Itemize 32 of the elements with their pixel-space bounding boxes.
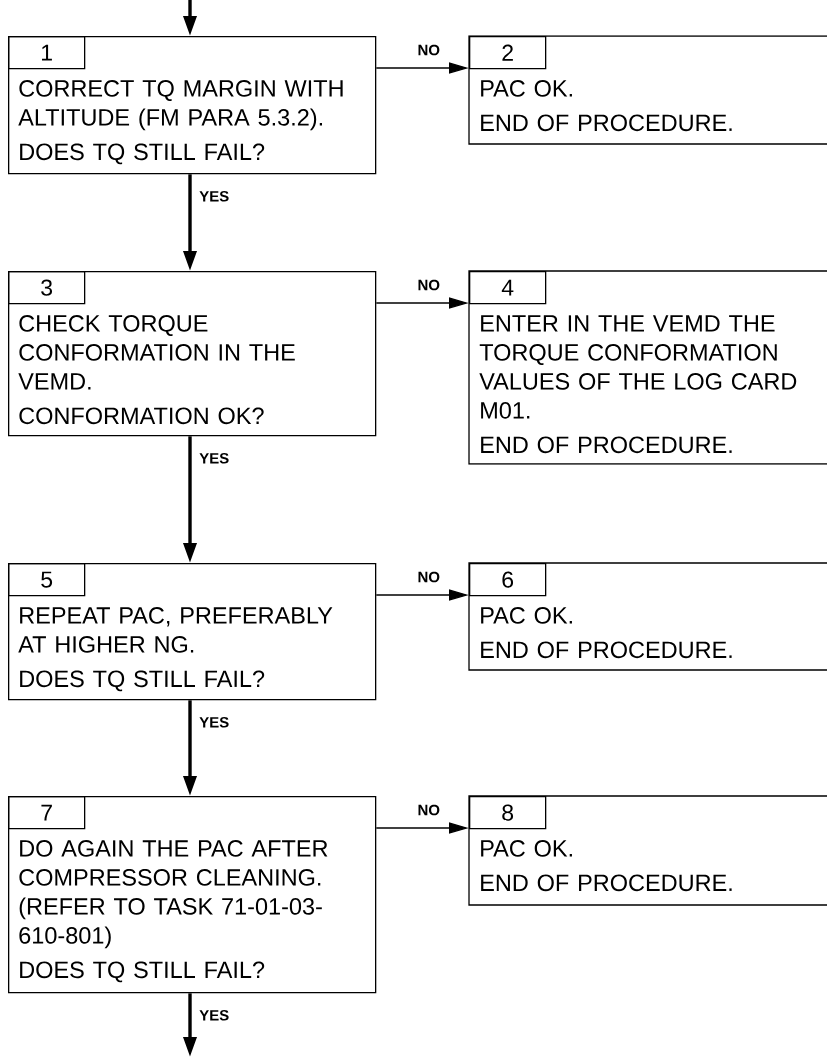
instruction-text: DOES TQ STILL FAIL? <box>20 961 265 983</box>
instruction-text: REPEAT PAC, PREFERABLY AT HIGHER NG. <box>18 607 333 653</box>
instruction-text: CORRECT TQ MARGIN WITH ALTITUDE (FM PARA 5.3.2). <box>18 80 343 131</box>
step-number-tab: 2 <box>469 36 547 70</box>
edge-label: YES <box>198 716 231 729</box>
instruction-text: END OF PROCEDURE. <box>481 874 732 892</box>
step-number-tab: 6 <box>469 563 547 597</box>
instruction-text: CHECK TORQUE CONFORMATION IN THE VEMD. <box>18 315 295 390</box>
edge-label: YES <box>198 1009 231 1022</box>
step-number-tab: 8 <box>469 796 547 830</box>
edge-label: NO <box>416 570 441 584</box>
step-number-tab: 3 <box>8 271 86 305</box>
instruction-text: END OF PROCEDURE. <box>481 114 732 132</box>
step-number-tab: 1 <box>8 36 86 70</box>
step-number-tab: 4 <box>469 271 547 305</box>
instruction-text: PAC OK. <box>481 80 572 97</box>
instruction-text: END OF PROCEDURE. <box>481 641 732 659</box>
instruction-text: DOES TQ STILL FAIL? <box>20 670 265 692</box>
edge-label: YES <box>198 190 231 203</box>
instruction-text: CONFORMATION OK? <box>19 407 264 425</box>
instruction-text: PAC OK. <box>481 607 572 624</box>
edge-label: NO <box>416 803 441 817</box>
instruction-text: DO AGAIN THE PAC AFTER COMPRESSOR CLEANING. (REFER TO TASK 71-01-03-610-801) <box>19 840 328 949</box>
instruction-text: DOES TQ STILL FAIL? <box>20 143 265 165</box>
edge-label: NO <box>416 43 441 57</box>
edge-label: YES <box>198 452 231 465</box>
instruction-text: PAC OK. <box>481 840 572 857</box>
step-number-tab: 7 <box>8 796 86 830</box>
instruction-text: END OF PROCEDURE. <box>481 436 732 454</box>
instruction-text: ENTER IN THE VEMD THE TORQUE CONFORMATION VALUES OF THE LOG CARD M01. <box>479 315 797 419</box>
step-number-tab: 5 <box>8 563 86 597</box>
edge-label: NO <box>416 278 441 292</box>
